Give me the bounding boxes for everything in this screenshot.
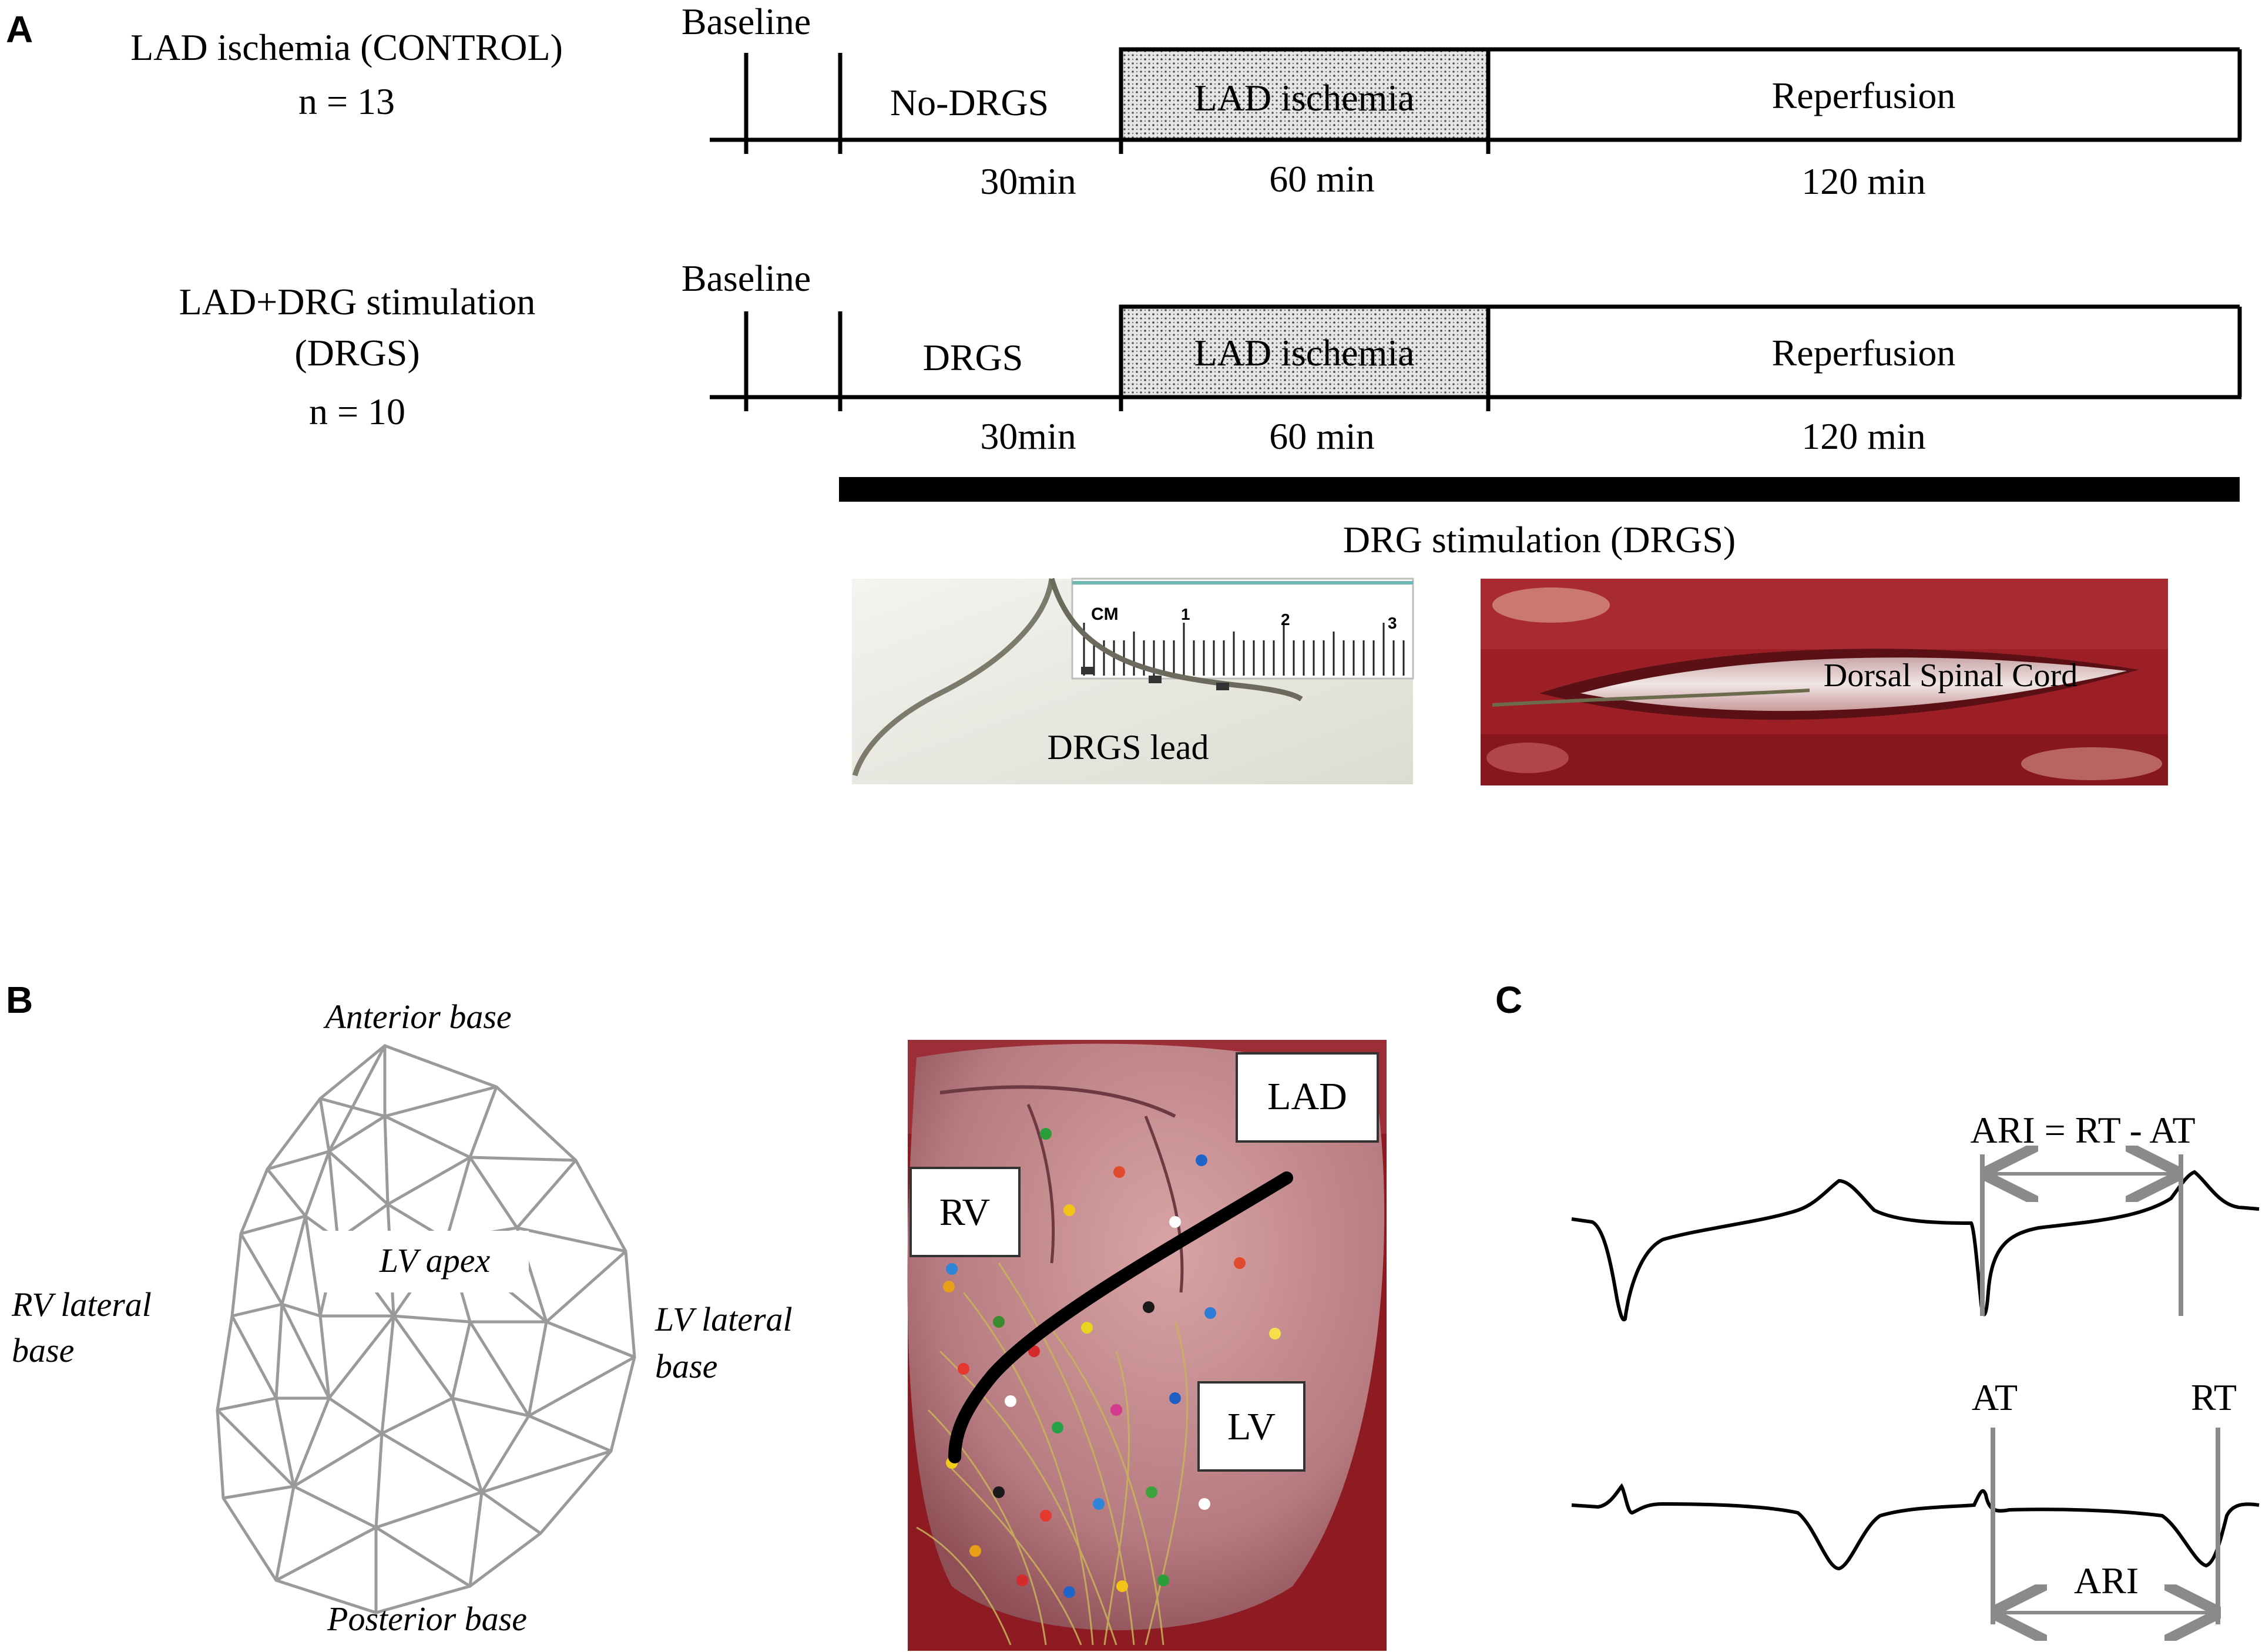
panel-c-letter: C [1495,979,1522,1021]
timeline-control [710,47,2242,154]
phase-ischemia-2: LAD ischemia [1194,332,1415,374]
ruler-tick-1: 1 [1181,605,1190,623]
group-drgs: LAD+DRG stimulation (DRGS) n = 10 Baseli… [179,257,2242,457]
dorsal-spinal-cord-caption: Dorsal Spinal Cord [1824,657,2078,694]
mesh-label-rv-2: base [12,1331,74,1369]
at-label: AT [1972,1376,2018,1418]
baseline-label: Baseline [682,1,811,42]
ischemia-box-2 [1119,304,1491,399]
ari-label: ARI [2074,1560,2139,1601]
mesh-label-lv-1: LV lateral [655,1300,793,1338]
heart-label-lv: LV [1227,1405,1276,1448]
drgs-lead-caption: DRGS lead [1048,728,1209,767]
group-drgs-n: n = 10 [309,391,405,432]
group-control-name: LAD ischemia (CONTROL) [130,26,563,68]
heart-label-rv-box [910,1167,1021,1257]
duration-120-2: 120 min [1801,415,1926,457]
heart-label-lad: LAD [1267,1075,1347,1118]
panel-b-letter: B [6,979,33,1021]
ischemia-box [1119,47,1491,142]
duration-60-2: 60 min [1269,415,1375,457]
apex-label-box [320,1231,529,1292]
baseline-label-2: Baseline [682,257,811,299]
duration-30-2: 30min [980,415,1076,457]
duration-30: 30min [980,160,1076,202]
photo-dorsal-spinal-cord: Dorsal Spinal Cord [1481,579,2168,785]
mesh-label-lv-2: base [655,1347,717,1385]
duration-120: 120 min [1801,160,1926,202]
phase-reperfusion-2: Reperfusion [1772,332,1956,374]
phase-no-drgs: No-DRGS [890,82,1049,123]
photo-drgs-lead: CM 1 2 3 DRGS lead [852,577,1414,784]
heart-label-rv: RV [939,1191,990,1234]
phase-ischemia: LAD ischemia [1194,77,1415,119]
electrode-mesh [216,1044,636,1614]
ruler-tick-2: 2 [1281,610,1290,629]
duration-60: 60 min [1269,158,1375,200]
mesh-label-apex: LV apex [379,1241,491,1280]
mesh-label-posterior: Posterior base [327,1600,527,1638]
ecg-trace-top [1571,1170,2260,1322]
ecg-trace-bottom [1571,1483,2260,1571]
heart-label-lv-box [1197,1381,1305,1472]
drgs-bar-label: DRG stimulation (DRGS) [1343,519,1736,560]
rt-label: RT [2191,1376,2237,1418]
electrode-beads [943,1128,1298,1598]
timeline-drgs [710,304,2242,411]
mesh-label-rv-1: RV lateral [11,1285,152,1324]
group-control-n: n = 13 [298,80,395,122]
panel-a-letter: A [6,8,33,51]
phase-drgs: DRGS [923,337,1023,378]
phase-reperfusion: Reperfusion [1772,75,1956,116]
heart-label-lad-box [1236,1052,1379,1143]
drgs-bar [839,477,2240,502]
group-drgs-name-2: (DRGS) [294,332,419,374]
ari-formula: ARI = RT - AT [1970,1109,2195,1151]
group-drgs-name: LAD+DRG stimulation [179,281,536,323]
drgs-lead-wire [852,578,1055,777]
mesh-label-anterior: Anterior base [323,998,511,1036]
group-control: LAD ischemia (CONTROL) n = 13 Baseline N… [130,1,2242,202]
lad-line [948,1171,1293,1463]
heart-photo: LAD RV LV [907,1040,1387,1651]
ruler-tick-3: 3 [1388,614,1397,632]
ruler-unit: CM [1091,605,1119,624]
